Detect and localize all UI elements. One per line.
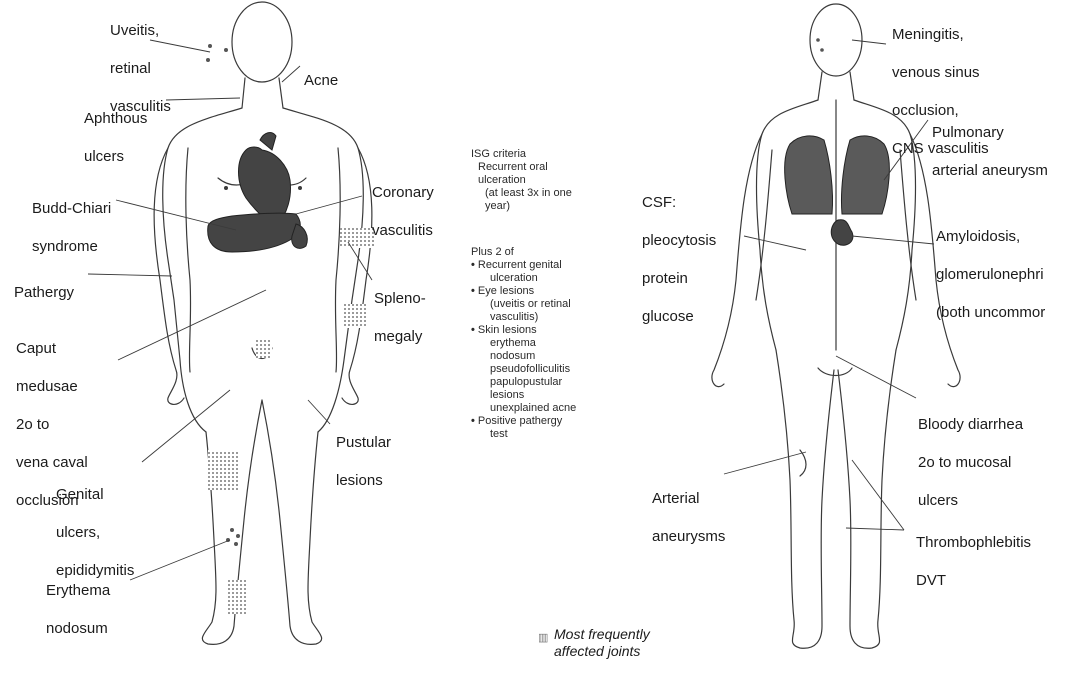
label-pustular-lesions: Pustular lesions bbox=[336, 414, 391, 509]
label-arterial-aneurysms: Arterial aneurysms bbox=[652, 470, 725, 565]
back-left-arm bbox=[712, 134, 772, 387]
front-legs bbox=[202, 400, 321, 644]
label-csf: CSF: pleocytosis protein glucose bbox=[642, 174, 716, 345]
label-aphthous-ulcers: Aphthous ulcers bbox=[84, 90, 147, 185]
front-right-arm bbox=[335, 148, 371, 404]
label-acne: Acne bbox=[304, 52, 338, 109]
plus-two-of: Plus 2 of bbox=[471, 246, 576, 259]
plus-two-of-list: Plus 2 of • Recurrent genital ulceration… bbox=[471, 246, 576, 441]
front-left-arm bbox=[154, 148, 190, 404]
hatch-legend-icon: ▥ bbox=[538, 630, 548, 647]
joint-elbow-right bbox=[340, 228, 374, 248]
left-lung bbox=[785, 136, 833, 214]
front-body-figure bbox=[154, 2, 374, 644]
legend: ▥ Most frequently affected joints bbox=[540, 626, 650, 660]
label-bloody-diarrhea: Bloody diarrhea 2o to mucosal ulcers bbox=[918, 396, 1023, 529]
label-coronary-vasculitis: Coronary vasculitis bbox=[372, 164, 434, 259]
label-thrombophlebitis: Thrombophlebitis DVT bbox=[916, 514, 1031, 609]
label-pulmonary-aneurysm: Pulmonary arterial aneurysm bbox=[932, 104, 1048, 199]
joint-knee-left bbox=[208, 450, 238, 490]
liver-organ bbox=[208, 213, 301, 252]
label-budd-chiari: Budd-Chiari syndrome bbox=[32, 180, 111, 275]
kidney-organ bbox=[831, 220, 853, 246]
front-head bbox=[232, 2, 292, 82]
right-lung bbox=[841, 136, 889, 214]
label-erythema-nodosum: Erythema nodosum bbox=[46, 562, 110, 657]
label-splenomegaly: Spleno- megaly bbox=[374, 270, 426, 365]
label-pathergy: Pathergy bbox=[14, 264, 74, 321]
isg-criteria: ISG criteria Recurrent oral ulceration (… bbox=[471, 148, 572, 213]
criteria-title: ISG criteria bbox=[471, 148, 572, 161]
back-legs bbox=[776, 350, 896, 648]
label-amyloidosis: Amyloidosis, glomerulonephri (both uncom… bbox=[936, 208, 1045, 341]
